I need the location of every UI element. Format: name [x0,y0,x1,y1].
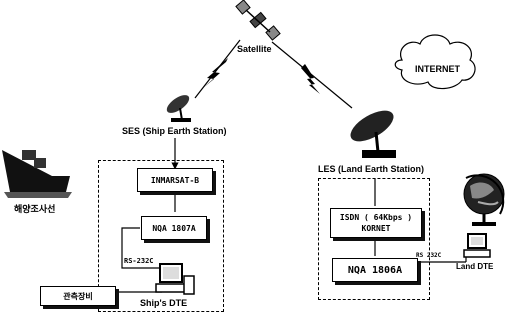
isdn-kornet-box: ISDN ( 64Kbps ) KORNET [330,208,422,238]
les-label: LES (Land Earth Station) [318,164,425,174]
ship-name-label: 해양조사선 [14,204,56,214]
radio-link-right-icon [301,64,320,94]
land-dte-computer-icon [463,233,491,258]
satellite-label: Satellite [237,44,272,54]
globe-icon [463,173,505,226]
ship-icon [2,150,72,198]
internet-cloud-icon [394,34,476,90]
kornet-text: KORNET [361,224,391,233]
land-rs232c-label: RS 232C [416,252,442,259]
ship-dte-link [121,246,160,269]
nqa-1807a-box: NQA 1807A [141,216,207,240]
inmarsat-b-box: INMARSAT-B [137,168,213,192]
ses-dish-icon [166,95,191,122]
radio-link-left-icon [203,58,228,88]
isdn-speed-text: ISDN ( 64Kbps ) [339,213,413,222]
ship-side-boundary [98,160,224,312]
sat-to-les-line [271,41,353,109]
ses-label: SES (Ship Earth Station) [122,126,227,136]
ships-dte-computer-icon [155,263,195,295]
les-dish-icon [350,110,396,158]
land-side-boundary [318,178,430,300]
nqa-1806a-box: NQA 1806A [332,258,418,282]
ship-rs232-line [121,227,140,246]
equipment-box: 관측장비 [40,286,116,306]
land-dte-label: Land DTE [456,262,494,271]
ships-dte-label: Ship's DTE [140,298,188,308]
internet-label: INTERNET [415,64,460,74]
sat-to-ses-line [194,39,241,99]
ship-rs232c-label: RS-232C [124,257,154,265]
satellite-icon [235,0,281,41]
